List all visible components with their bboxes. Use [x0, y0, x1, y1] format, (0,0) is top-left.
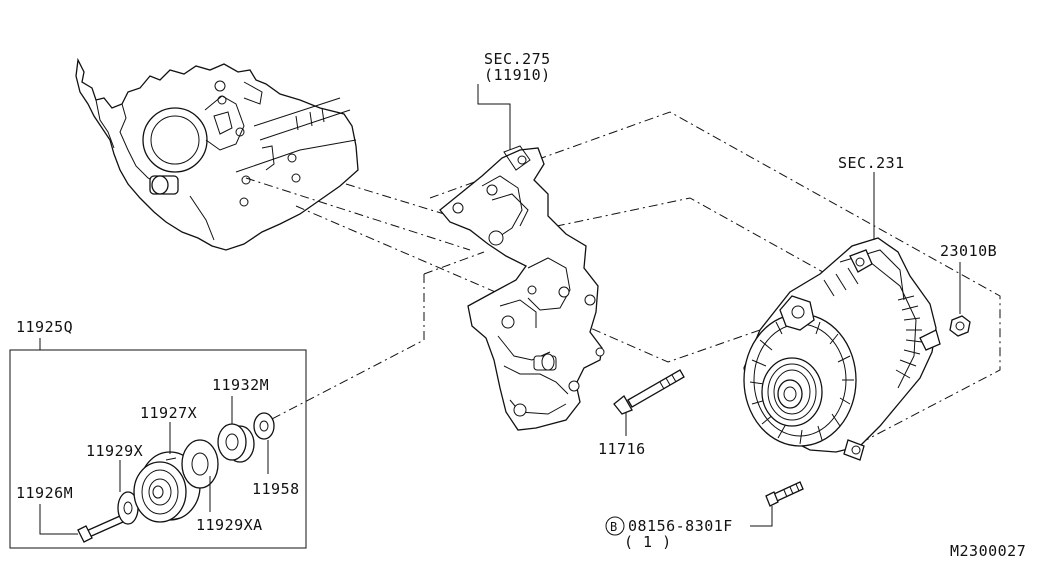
engine-block [75, 57, 359, 251]
label-sec275: SEC.275 [484, 50, 551, 68]
callout-lines [39, 84, 961, 535]
label-23010B: 23010B [940, 242, 997, 260]
label-bolt-mark: B [610, 520, 618, 534]
label-sec231: SEC.231 [838, 154, 905, 172]
label-sec275-ref: (11910) [484, 66, 551, 84]
bolt-mark-circle [605, 516, 625, 536]
pulley-kit-11925Q [9, 349, 307, 549]
label-11932M: 11932M [212, 376, 269, 394]
label-11929X: 11929X [86, 442, 143, 460]
label-11958: 11958 [252, 480, 300, 498]
label-11925Q: 11925Q [16, 318, 73, 336]
alternator-bracket [439, 145, 605, 431]
bolt-11716 [613, 369, 685, 415]
diagram-code: M2300027 [950, 542, 1026, 560]
nut-23010B [949, 315, 971, 337]
alternator [743, 237, 941, 461]
bolt-08156-8301F [765, 481, 804, 507]
label-08156-8301F: 08156-8301F [628, 517, 733, 535]
label-11716: 11716 [598, 440, 646, 458]
label-11929XA: 11929XA [196, 516, 263, 534]
label-08156-qty: ( 1 ) [624, 533, 672, 551]
label-11927X: 11927X [140, 404, 197, 422]
part-labels: SEC.275 (11910) SEC.231 23010B 11925Q 11… [16, 50, 1026, 560]
label-11926M: 11926M [16, 484, 73, 502]
